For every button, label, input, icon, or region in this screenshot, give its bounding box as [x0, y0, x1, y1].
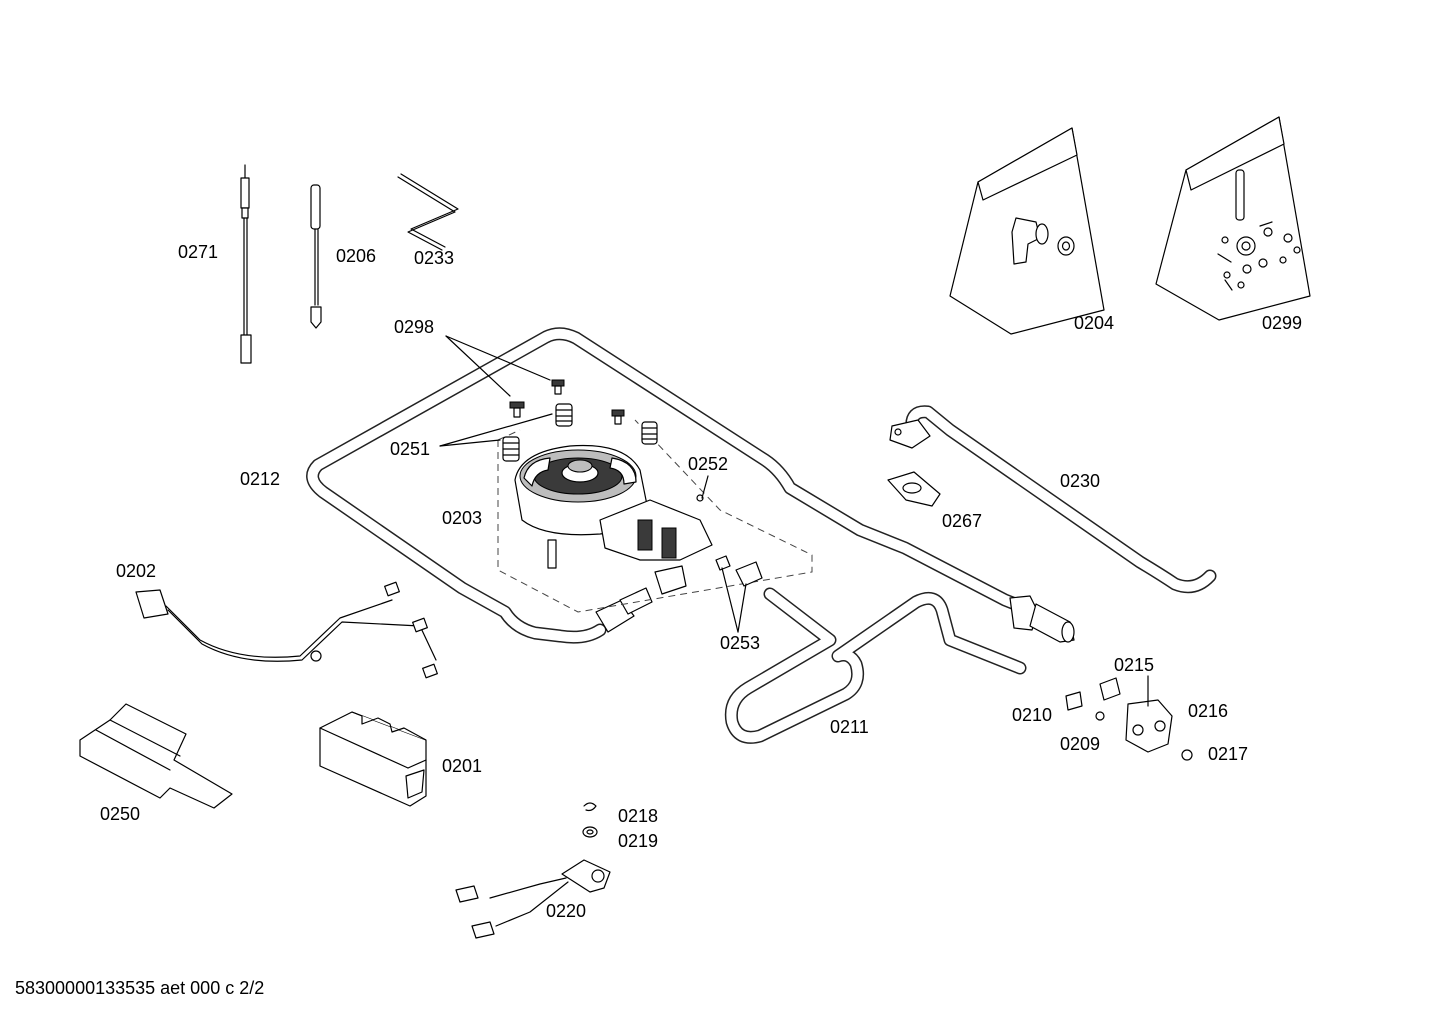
label-0267: 0267: [942, 511, 982, 531]
assembly-guide-lines: [497, 419, 813, 613]
part-0233-clip: [397, 173, 459, 251]
label-0215: 0215: [1114, 655, 1154, 675]
part-0298-screws: [509, 379, 625, 425]
label-0299: 0299: [1262, 313, 1302, 333]
label-0204: 0204: [1074, 313, 1114, 333]
part-labels: 0271 0206 0233 0204 0299 0298 0251 0212 …: [100, 242, 1302, 921]
label-0210: 0210: [1012, 705, 1052, 725]
part-0206-electrode: [310, 184, 322, 329]
part-0211-tube: [724, 587, 1027, 744]
label-0217: 0217: [1208, 744, 1248, 764]
label-0202: 0202: [116, 561, 156, 581]
part-valve-group: [1065, 675, 1193, 761]
label-0216: 0216: [1188, 701, 1228, 721]
label-0298: 0298: [394, 317, 434, 337]
label-0250: 0250: [100, 804, 140, 824]
label-0203: 0203: [442, 508, 482, 528]
part-0271-thermocouple: [240, 164, 252, 364]
label-0220: 0220: [546, 901, 586, 921]
part-0251-springs: [502, 403, 658, 462]
label-0230: 0230: [1060, 471, 1100, 491]
label-0219: 0219: [618, 831, 658, 851]
label-0218: 0218: [618, 806, 658, 826]
label-0252: 0252: [688, 454, 728, 474]
label-0211: 0211: [830, 717, 869, 737]
label-0233: 0233: [414, 248, 454, 268]
part-0204-bag: [949, 127, 1105, 335]
part-0250-plate: [79, 703, 233, 809]
label-0201: 0201: [442, 756, 482, 776]
part-0202-cable: [135, 581, 438, 679]
label-0253: 0253: [720, 633, 760, 653]
part-0253-nozzle: [715, 555, 763, 587]
document-footer-id: 58300000133535 aet 000 c 2/2: [15, 978, 265, 998]
label-0251: 0251: [390, 439, 430, 459]
part-0220-switch: [455, 859, 611, 939]
leader-lines: [439, 335, 747, 633]
part-0203-burner-valve: [514, 444, 713, 595]
part-0230-tube: [889, 405, 1217, 594]
part-0267-gasket: [887, 471, 941, 507]
part-0201-bracket: [319, 711, 427, 807]
label-0209: 0209: [1060, 734, 1100, 754]
part-0218-0219-clip-washer: [582, 802, 598, 838]
label-0271: 0271: [178, 242, 218, 262]
part-0212-gas-tube: [306, 327, 1075, 644]
label-0212: 0212: [240, 469, 280, 489]
label-0206: 0206: [336, 246, 376, 266]
part-0299-bag: [1155, 116, 1311, 321]
